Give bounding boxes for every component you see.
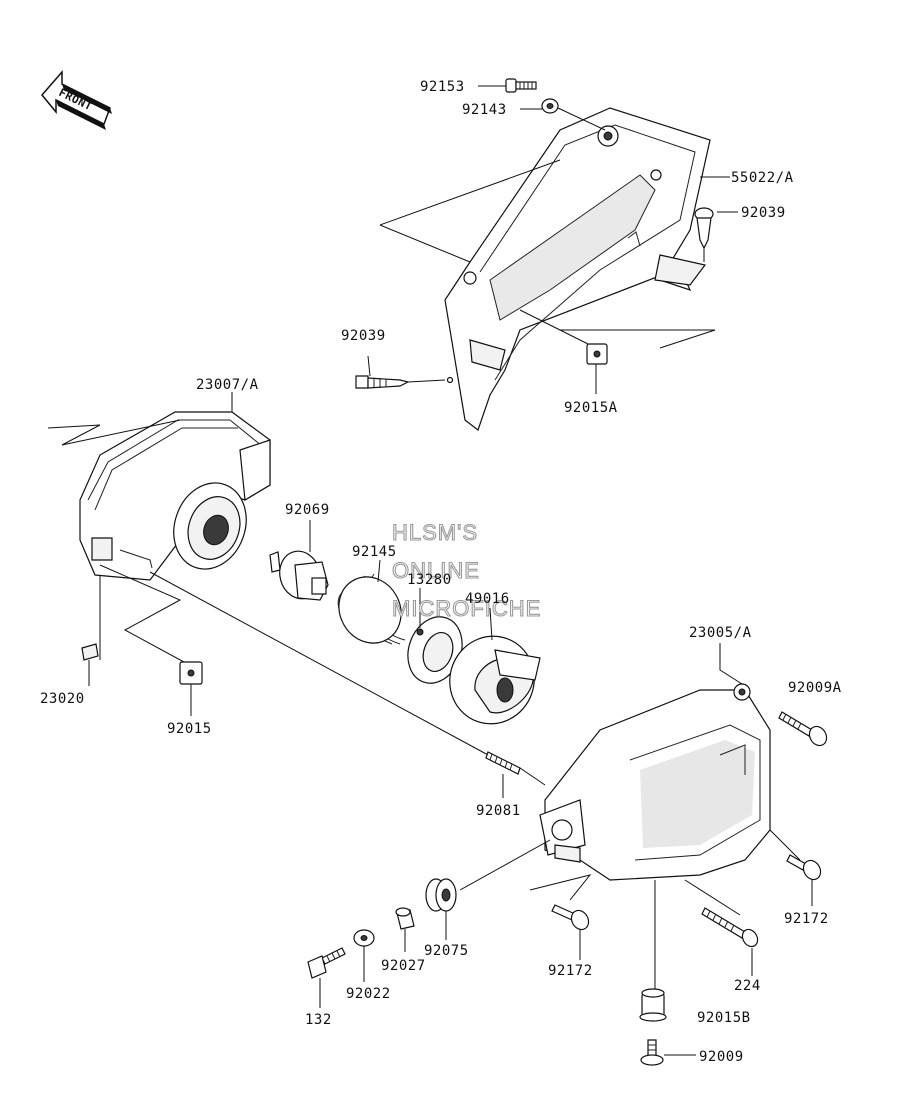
label-13280: 13280 xyxy=(407,572,452,588)
watermark-line-1: HLSM'S xyxy=(392,520,478,545)
label-132: 132 xyxy=(305,1012,332,1028)
screw-92172-right xyxy=(786,854,822,881)
retaining-ring-13280 xyxy=(407,616,463,684)
watermark-line-3: MICROFICHE xyxy=(392,596,541,621)
cowl-guide-lines xyxy=(379,159,716,351)
clip-92039-left xyxy=(355,375,454,389)
nut-92015A xyxy=(586,343,608,365)
nut-92015B xyxy=(639,988,667,1022)
label-92039-left: 92039 xyxy=(341,328,386,344)
watermark: HLSM'S ONLINE MICROFICHE xyxy=(391,519,541,621)
label-92143: 92143 xyxy=(462,102,507,118)
bolt-92009A xyxy=(778,711,828,747)
cowl-assembly xyxy=(444,107,711,431)
label-92039-right: 92039 xyxy=(741,205,786,221)
watermark-line-2: ONLINE xyxy=(392,558,480,583)
label-49016: 49016 xyxy=(465,591,510,607)
washer-92022 xyxy=(353,929,375,947)
bolt-132 xyxy=(307,947,346,979)
headlight-guide-lines xyxy=(47,419,546,786)
socket-49016 xyxy=(449,635,541,725)
screw-92172-mid xyxy=(551,904,590,931)
front-arrow-icon: FRONT xyxy=(41,69,112,130)
label-92015B: 92015B xyxy=(697,1010,751,1026)
leader-lines xyxy=(88,85,813,1056)
clip-92039-right xyxy=(694,207,714,262)
spring-92145 xyxy=(337,573,406,645)
headlight-housing xyxy=(79,411,271,581)
bulb-92069 xyxy=(269,550,329,601)
label-55022A: 55022/A xyxy=(731,170,794,186)
rear-housing xyxy=(539,683,771,881)
label-92145: 92145 xyxy=(352,544,397,560)
label-92015: 92015 xyxy=(167,721,212,737)
collar-92027 xyxy=(395,907,415,930)
label-92075: 92075 xyxy=(424,943,469,959)
label-92172-right: 92172 xyxy=(784,911,829,927)
screw-92009 xyxy=(640,1039,664,1066)
label-92015A: 92015A xyxy=(564,400,618,416)
washer-92143 xyxy=(541,98,606,131)
part-labels: 92153 92143 55022/A 92039 92039 92015A 2… xyxy=(40,79,842,1065)
bolt-224 xyxy=(701,907,759,948)
label-92022: 92022 xyxy=(346,986,391,1002)
bolt-92153 xyxy=(505,78,537,93)
label-92172-mid: 92172 xyxy=(548,963,593,979)
label-92027: 92027 xyxy=(381,958,426,974)
rear-guide-lines xyxy=(459,829,801,990)
screw-92081 xyxy=(485,751,521,775)
label-92081: 92081 xyxy=(476,803,521,819)
nut-92015 xyxy=(179,661,203,685)
grommet-92075 xyxy=(425,878,457,912)
label-23020: 23020 xyxy=(40,691,85,707)
label-92009A: 92009A xyxy=(788,680,842,696)
label-92009: 92009 xyxy=(699,1049,744,1065)
label-92069: 92069 xyxy=(285,502,330,518)
label-224: 224 xyxy=(734,978,761,994)
label-23007A: 23007/A xyxy=(196,377,259,393)
label-23005A: 23005/A xyxy=(689,625,752,641)
label-92153: 92153 xyxy=(420,79,465,95)
nut-23020 xyxy=(81,643,99,661)
